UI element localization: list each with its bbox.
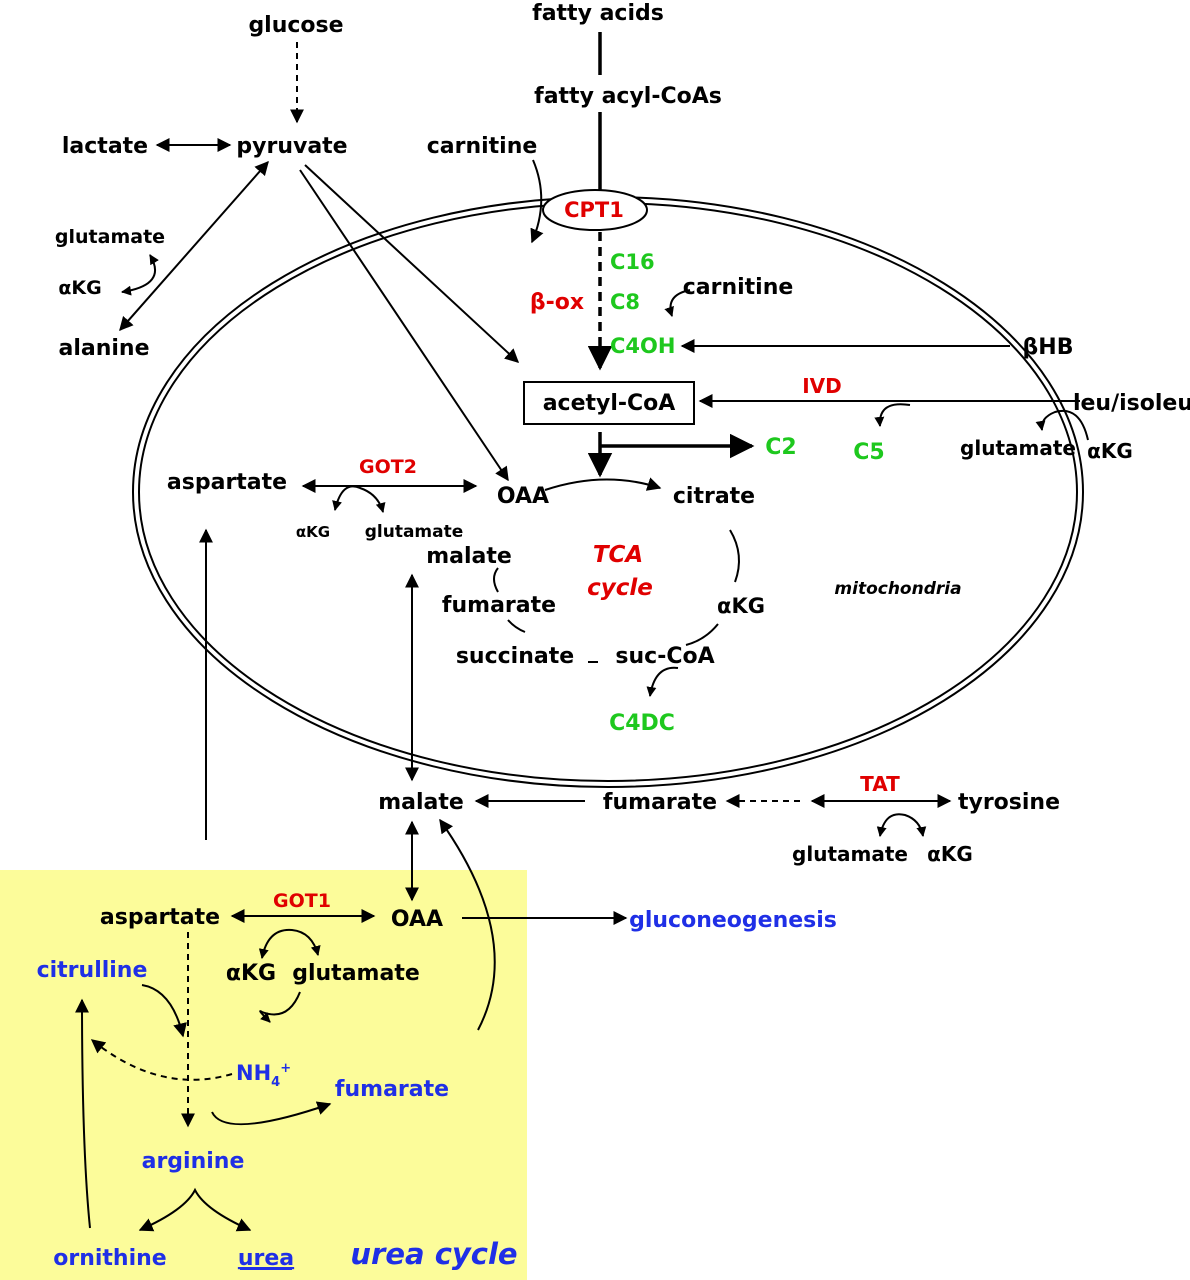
glutamate-akg-left-curl	[121, 254, 159, 296]
malate-mito-label: malate	[426, 544, 512, 569]
carnitine-inner-label: carnitine	[683, 275, 794, 300]
malate-cytosol-label: malate	[378, 790, 464, 815]
pyruvate-to-acetylcoa-arrow	[304, 164, 520, 363]
akg-tca-label: αKG	[717, 594, 765, 618]
tat-label: TAT	[860, 772, 900, 796]
citrulline-label: citrulline	[37, 958, 148, 983]
akg-got2-label: αKG	[296, 523, 330, 541]
c2-label: C2	[765, 435, 796, 460]
got2-label: GOT2	[359, 456, 417, 478]
tca-label-line1: TCA	[593, 542, 643, 568]
leu-isoleu-label: leu/isoleu	[1073, 391, 1190, 416]
gluconeogenesis-label: gluconeogenesis	[629, 908, 837, 933]
c8-label: C8	[610, 290, 640, 314]
c5-label: C5	[853, 440, 884, 465]
c4dc-label: C4DC	[609, 711, 675, 736]
succoa-to-c4dc-curl	[646, 666, 679, 697]
tyrosine-label: tyrosine	[958, 790, 1060, 815]
c16-label: C16	[610, 250, 655, 274]
ivd-c5-curl-arrow	[874, 403, 911, 427]
glucose-label: glucose	[248, 13, 343, 38]
akg-got1-label: αKG	[226, 961, 276, 986]
pyruvate-alanine-arrow	[119, 160, 269, 332]
arginine-label: arginine	[142, 1149, 245, 1174]
carnitine-c8-curl-arrow	[664, 289, 691, 317]
glutamate-tat-label: glutamate	[792, 842, 908, 866]
fumarate-urea-label: fumarate	[335, 1077, 449, 1102]
glutamate-got2-label: glutamate	[365, 522, 464, 542]
alanine-label: alanine	[58, 336, 149, 361]
acetyl-coa-box	[523, 381, 695, 425]
citrulline-to-argininosuccinate-arrow	[141, 984, 187, 1038]
got1-label: GOT1	[273, 890, 331, 912]
tca-arc-citrate-akg	[729, 529, 740, 583]
got2-akg-glutamate-curl	[332, 485, 386, 513]
tca-arc-succinate-fumarate	[507, 619, 526, 633]
tca-arc-fumarate-malate	[493, 567, 499, 593]
oaa-cytosol-label: OAA	[391, 907, 443, 932]
urea-cycle-title: urea cycle	[350, 1237, 517, 1271]
pyruvate-to-oaa-arrow	[299, 169, 509, 482]
tat-glutamate-akg-curl	[876, 813, 927, 837]
akg-left-label: αKG	[58, 277, 101, 299]
ivd-label: IVD	[802, 374, 842, 398]
glutamate-left-label: glutamate	[55, 226, 165, 248]
urea-label: urea	[238, 1246, 294, 1271]
lactate-label: lactate	[62, 134, 148, 159]
cpt1-label: CPT1	[564, 198, 624, 222]
oaa-to-citrate-arc	[544, 477, 662, 491]
nh4-label: NH4+	[236, 1061, 291, 1090]
akg-tat-label: αKG	[927, 842, 973, 866]
cpt1-transporter	[542, 189, 648, 231]
aspartate-cytosol-label: aspartate	[100, 905, 220, 930]
suc-coa-label: suc-CoA	[615, 644, 714, 669]
fumarate-mito-label: fumarate	[442, 593, 556, 618]
akg-glutamate-right-curl	[1035, 409, 1089, 441]
argininosuccinate-to-fumarate-arrow	[211, 1101, 332, 1126]
nh4-to-citrulline-dashed-arrow	[90, 1039, 233, 1081]
ornithine-to-citrulline-arrow	[75, 998, 91, 1229]
carnitine-to-cpt1-arrow	[530, 159, 544, 244]
citrate-label: citrate	[673, 484, 755, 509]
acetyl-coa-label: acetyl-CoA	[543, 391, 676, 416]
fatty-acyl-coas-label: fatty acyl-CoAs	[534, 84, 722, 109]
bhb-label: βHB	[1023, 335, 1074, 360]
oaa-mito-label: OAA	[497, 484, 549, 509]
ornithine-label: ornithine	[53, 1246, 166, 1271]
fatty-acids-label: fatty acids	[532, 1, 664, 26]
glutamate-got1-label: glutamate	[292, 961, 420, 986]
aspartate-mito-label: aspartate	[167, 470, 287, 495]
glutamate-to-nh4-arrow	[259, 991, 301, 1023]
beta-ox-label: β-ox	[530, 290, 584, 315]
c4oh-label: C4OH	[610, 334, 675, 358]
got1-akg-glutamate-curl	[258, 928, 321, 959]
tca-label-line2: cycle	[587, 575, 653, 601]
fumarate-cytosol-label: fumarate	[603, 790, 717, 815]
urea-fumarate-to-malate-arrow	[439, 818, 496, 1031]
akg-right-label: αKG	[1087, 439, 1133, 463]
tca-arc-akg-succoa	[685, 623, 719, 646]
pyruvate-label: pyruvate	[236, 134, 347, 159]
glutamate-right-label: glutamate	[960, 436, 1076, 460]
arginine-to-products-split	[138, 1187, 252, 1232]
carnitine-top-label: carnitine	[427, 134, 538, 159]
mitochondria-label: mitochondria	[834, 579, 961, 599]
succinate-label: succinate	[456, 644, 574, 669]
